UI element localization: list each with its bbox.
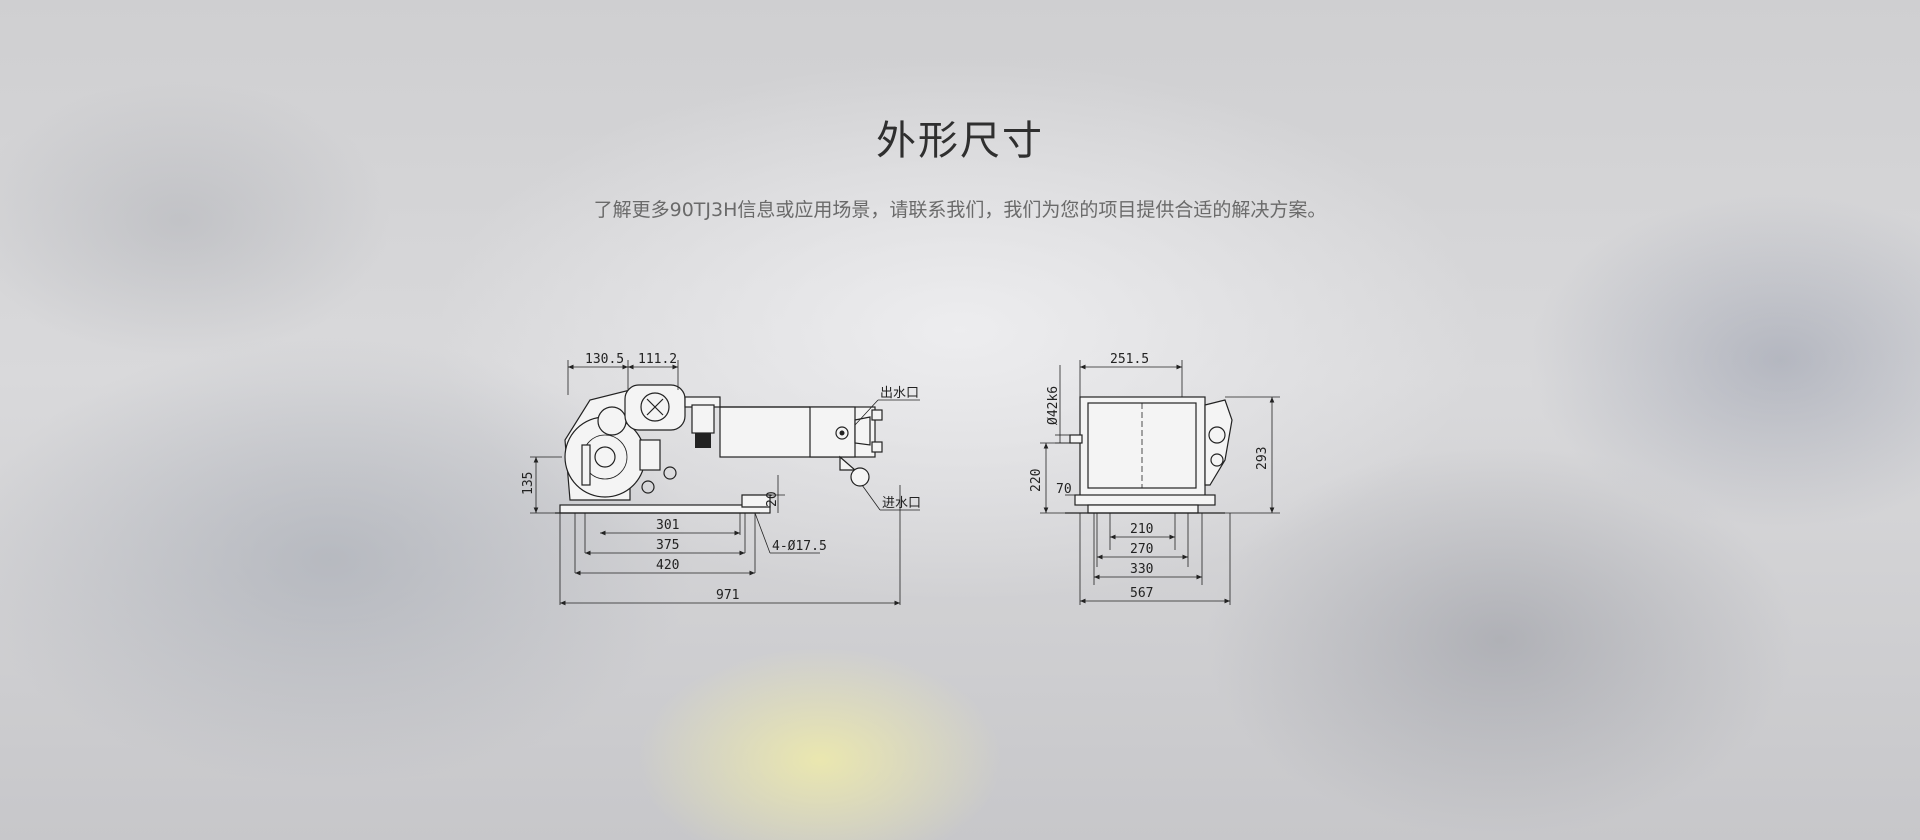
dim-330: 330 — [1130, 562, 1153, 577]
dim-251-5: 251.5 — [1110, 352, 1149, 367]
dim-971: 971 — [716, 588, 739, 603]
section-subtitle: 了解更多90TJ3H信息或应用场景，请联系我们，我们为您的项目提供合适的解决方案… — [593, 199, 1327, 221]
dim-foot-20: 20 — [765, 491, 780, 507]
dim-375: 375 — [656, 538, 679, 553]
side-view: 出水口 进水口 130.5 111.2 135 20 — [521, 352, 921, 606]
dim-270: 270 — [1130, 542, 1153, 557]
dim-293: 293 — [1255, 447, 1270, 470]
dim-420: 420 — [656, 558, 679, 573]
dim-top-a: 130.5 — [585, 352, 624, 367]
section-title: 外形尺寸 — [876, 118, 1044, 164]
inlet-label: 进水口 — [882, 496, 921, 511]
motor-box — [1079, 396, 1206, 503]
dim-70: 70 — [1056, 482, 1072, 497]
dim-top-b: 111.2 — [638, 352, 677, 367]
dim-567: 567 — [1130, 586, 1153, 601]
dim-shaft: Ø42k6 — [1046, 386, 1061, 425]
front-view: 251.5 Ø42k6 220 70 293 — [1029, 352, 1280, 605]
dim-height-135: 135 — [521, 472, 536, 495]
dim-210: 210 — [1130, 522, 1153, 537]
dimension-drawing: 出水口 进水口 130.5 111.2 135 20 — [520, 345, 1400, 615]
dim-220: 220 — [1029, 469, 1044, 492]
outlet-label: 出水口 — [880, 386, 919, 401]
dim-301: 301 — [656, 518, 679, 533]
dim-hole: 4-Ø17.5 — [772, 539, 827, 554]
technical-drawing: 出水口 进水口 130.5 111.2 135 20 — [521, 352, 1280, 606]
